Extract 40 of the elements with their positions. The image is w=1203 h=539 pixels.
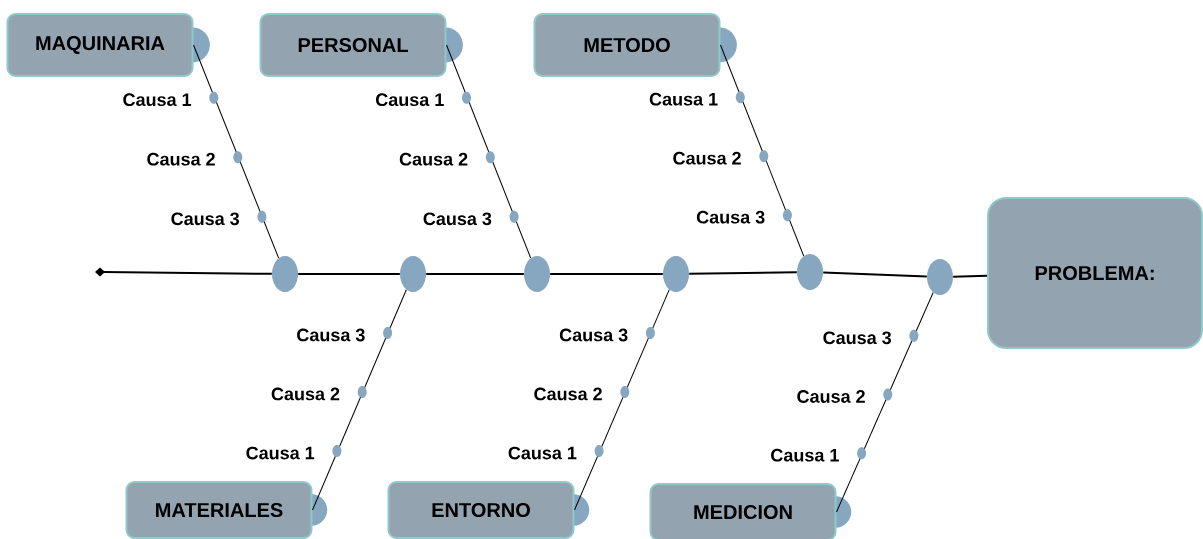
- cause-label: Causa 3: [559, 328, 628, 342]
- joint-circle: [524, 256, 550, 292]
- category-box: MATERIALES: [125, 481, 328, 539]
- cause-label: Causa 3: [171, 212, 240, 226]
- cause-label: Causa 3: [696, 210, 765, 224]
- cause-label: Causa 2: [399, 152, 468, 166]
- problem-box: PROBLEMA:: [987, 197, 1203, 349]
- spine-line: [688, 271, 798, 275]
- bone-line: [312, 289, 407, 511]
- joint-circle: [927, 259, 953, 295]
- category-box: METODO: [533, 13, 737, 77]
- cause-label: Causa 1: [771, 448, 839, 462]
- cause-label: Causa 2: [271, 387, 340, 401]
- category-box: MAQUINARIA: [6, 13, 210, 77]
- bone-line: [836, 292, 934, 513]
- cause-label: Causa 2: [534, 387, 602, 401]
- cause-label: Causa 2: [673, 151, 741, 165]
- category-box: ENTORNO: [387, 481, 590, 539]
- cause-label: Causa 1: [246, 446, 315, 460]
- category-box: PERSONAL: [259, 13, 463, 77]
- cause-label: Causa 3: [423, 212, 492, 226]
- spine-line: [425, 273, 525, 275]
- spine-line: [549, 273, 664, 275]
- cause-label: Causa 3: [297, 328, 365, 342]
- joint-circle: [400, 256, 426, 292]
- joint-circle: [797, 254, 823, 290]
- spine-line: [297, 273, 401, 275]
- bone-line: [574, 289, 670, 511]
- spine-line: [822, 271, 928, 278]
- cause-label: Causa 3: [823, 331, 892, 345]
- joint-circle: [663, 256, 689, 292]
- spine-line: [952, 274, 988, 278]
- category-box: MEDICION: [649, 483, 852, 539]
- joint-circle: [272, 256, 298, 292]
- cause-label: Causa 1: [123, 93, 192, 107]
- cause-label: Causa 2: [797, 390, 865, 403]
- cause-label: Causa 2: [147, 152, 215, 166]
- spine-line: [95, 267, 273, 277]
- cause-label: Causa 1: [508, 446, 577, 460]
- cause-label: Causa 1: [376, 93, 444, 107]
